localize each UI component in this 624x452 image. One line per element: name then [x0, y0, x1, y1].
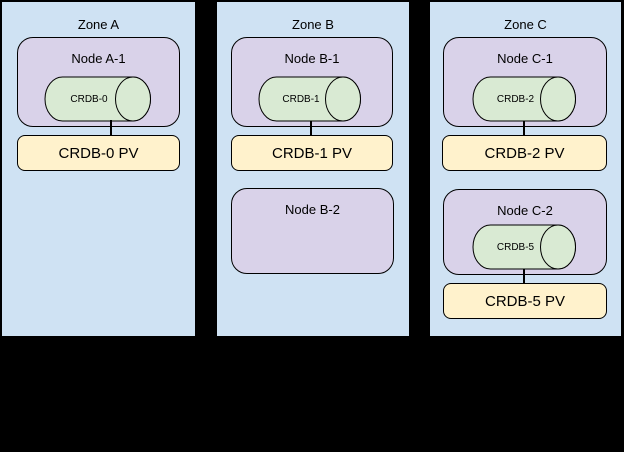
- node-c-1-label: Node C-1: [497, 51, 553, 66]
- crdb-1-cylinder-label: CRDB-1: [282, 93, 320, 105]
- database-cylinder-icon: [258, 76, 361, 122]
- node-c-2-label: Node C-2: [497, 203, 553, 218]
- crdb-1-cylinder: CRDB-1: [258, 76, 362, 122]
- connector-line-crdb-2: [523, 121, 525, 136]
- zone-c-label: Zone C: [504, 17, 547, 32]
- crdb-5-cylinder-label: CRDB-5: [496, 241, 535, 253]
- connector-line-crdb-5: [523, 269, 525, 283]
- database-cylinder-icon: [472, 76, 576, 122]
- crdb-5-cylinder: CRDB-5: [472, 224, 577, 270]
- crdb-0-pv-label: CRDB-0 PV: [58, 144, 139, 162]
- node-b-2-label: Node B-2: [285, 202, 340, 217]
- connector-line-crdb-1: [310, 121, 312, 136]
- zone-b-label: Zone B: [292, 17, 334, 32]
- crdb-1-pv: CRDB-1 PV: [231, 135, 393, 171]
- crdb-2-pv-label: CRDB-2 PV: [484, 144, 565, 162]
- crdb-0-cylinder-label: CRDB-0: [70, 93, 108, 105]
- zone-a-label: Zone A: [77, 17, 120, 32]
- crdb-2-pv: CRDB-2 PV: [442, 135, 607, 171]
- crdb-5-pv: CRDB-5 PV: [443, 283, 607, 319]
- database-cylinder-icon: [472, 224, 576, 270]
- crdb-1-pv-label: CRDB-1 PV: [271, 144, 353, 162]
- node-b-2: Node B-2: [231, 188, 394, 274]
- node-b-1-label: Node B-1: [284, 51, 340, 66]
- crdb-2-cylinder-label: CRDB-2: [496, 93, 535, 105]
- crdb-0-pv: CRDB-0 PV: [17, 135, 180, 171]
- crdb-0-cylinder: CRDB-0: [44, 76, 152, 122]
- connector-line-crdb-0: [110, 120, 112, 136]
- crdb-5-pv-label: CRDB-5 PV: [484, 292, 566, 310]
- crdb-2-cylinder: CRDB-2: [472, 76, 577, 122]
- node-a-1-label: Node A-1: [71, 51, 126, 66]
- database-cylinder-icon: [44, 76, 151, 122]
